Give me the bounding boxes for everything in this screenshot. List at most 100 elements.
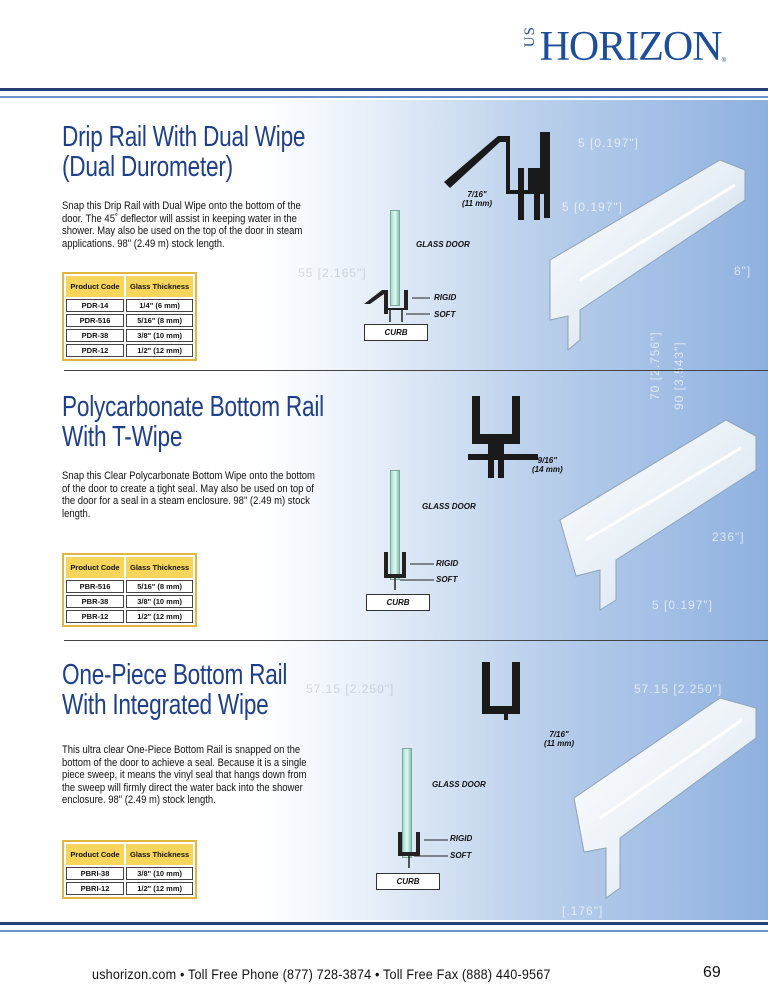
dimension-line: 7/16" (549, 730, 569, 739)
bg-dimension: 57.15 [2.250"] (306, 682, 395, 696)
header-product-code: Product Code (66, 276, 124, 297)
glass-thickness: 3/8" (10 mm) (126, 329, 194, 342)
product-code: PBRI-12 (66, 882, 124, 895)
header-glass-thickness: Glass Thickness (126, 276, 194, 297)
product-body (559, 419, 757, 611)
section-title: One-Piece Bottom Rail With Integrated Wi… (62, 660, 287, 720)
spec-table: Product Code Glass Thickness PDR-14 1/4"… (62, 272, 198, 361)
glass-thickness: 1/4" (6 mm) (126, 299, 194, 312)
t-wipe-profile-drawing (468, 396, 538, 478)
glass-door-label: GLASS DOOR (416, 240, 470, 249)
title-line: (Dual Durometer) (62, 151, 233, 183)
rigid-label: RIGID (434, 293, 457, 302)
t-wipe-assembly-drawing (384, 552, 434, 590)
profile-shape (468, 396, 538, 478)
glass-thickness: 1/2" (12 mm) (126, 610, 194, 623)
glass-door-illustration (390, 210, 400, 306)
glass-door-label: GLASS DOOR (422, 502, 476, 511)
product-code: PDR-14 (66, 299, 124, 312)
table-row: PDR-38 3/8" (10 mm) (66, 329, 194, 342)
t-wipe-product-image (559, 419, 757, 611)
brand-logo: US HORIZON ® (521, 24, 726, 70)
glass-door-label: GLASS DOOR (432, 780, 486, 789)
glass-thickness: 5/16" (8 mm) (126, 314, 194, 327)
section-description: Snap this Drip Rail with Dual Wipe onto … (62, 200, 303, 250)
integrated-wipe-assembly-drawing (398, 832, 448, 868)
product-code: PDR-516 (66, 314, 124, 327)
rail-shape (398, 832, 420, 856)
table-row: PBR-516 5/16" (8 mm) (66, 580, 194, 593)
dimension-line: 7/16" (467, 190, 487, 199)
spec-table: Product Code Glass Thickness PBR-516 5/1… (62, 553, 198, 627)
title-line: One-Piece Bottom Rail (62, 659, 288, 691)
integrated-wipe-product-image (573, 697, 757, 899)
rigid-label: RIGID (436, 559, 459, 568)
header-glass-thickness: Glass Thickness (126, 844, 194, 865)
rail-shape (384, 552, 406, 578)
profile-shape (482, 662, 520, 720)
product-highlight (599, 718, 743, 820)
header-product-code: Product Code (66, 557, 124, 578)
header-product-code: Product Code (66, 844, 124, 865)
section-divider (64, 640, 768, 641)
section-description: This ultra clear One-Piece Bottom Rail i… (62, 744, 307, 806)
product-code: PBR-516 (66, 580, 124, 593)
dimension-line: (11 mm) (462, 199, 493, 208)
spec-table: Product Code Glass Thickness PBRI-38 3/8… (62, 840, 198, 899)
glass-thickness: 3/8" (10 mm) (126, 595, 194, 608)
dimension-line: (14 mm) (532, 465, 563, 474)
curb-label: CURB (364, 324, 428, 341)
bg-dimension: 5 [0.197"] (578, 136, 639, 150)
logo-us: US (521, 26, 538, 48)
bg-dimension: 55 [2.165"] (298, 266, 367, 280)
dimension-label: 7/16" (11 mm) (544, 730, 574, 748)
bg-dimension: [.176"] (562, 904, 604, 918)
table-row: PBRI-38 3/8" (10 mm) (66, 867, 194, 880)
title-line: With Integrated Wipe (62, 689, 269, 721)
product-code: PBRI-38 (66, 867, 124, 880)
bg-dimension: 5 [0.197"] (652, 598, 713, 612)
page-number: 69 (703, 964, 721, 981)
drip-rail-assembly-drawing (364, 290, 430, 322)
product-code: PDR-12 (66, 344, 124, 357)
table-row: PDR-516 5/16" (8 mm) (66, 314, 194, 327)
footer-rule-light (0, 930, 768, 932)
bg-dimension: 57.15 [2.250"] (634, 682, 723, 696)
bg-dimension: 236"] (712, 530, 745, 544)
title-line: Polycarbonate Bottom Rail (62, 391, 324, 423)
dimension-line: 9/16" (537, 456, 558, 465)
soft-label: SOFT (436, 575, 458, 584)
glass-thickness: 5/16" (8 mm) (126, 580, 194, 593)
rigid-label: RIGID (450, 834, 473, 843)
integrated-wipe-profile-drawing (482, 662, 520, 720)
glass-thickness: 3/8" (10 mm) (126, 867, 194, 880)
profile-shape (444, 132, 550, 220)
section-divider (64, 370, 768, 371)
glass-door-illustration (402, 748, 412, 858)
dimension-label: 9/16" (14 mm) (532, 456, 563, 474)
soft-label: SOFT (450, 851, 472, 860)
dimension-label: 7/16" (11 mm) (462, 190, 492, 208)
logo-wordmark: HORIZON (539, 24, 723, 70)
rail-shape (364, 290, 408, 314)
table-row: PDR-12 1/2" (12 mm) (66, 344, 194, 357)
product-highlight (585, 446, 742, 542)
product-code: PDR-38 (66, 329, 124, 342)
title-line: With T-Wipe (62, 421, 183, 453)
table-row: PBRI-12 1/2" (12 mm) (66, 882, 194, 895)
curb-label: CURB (376, 873, 440, 890)
footer-contact: ushorizon.com • Toll Free Phone (877) 72… (92, 966, 551, 982)
product-code: PBR-38 (66, 595, 124, 608)
logo-registered-mark: ® (721, 58, 726, 64)
dimension-line: (11 mm) (544, 739, 575, 748)
product-body (549, 159, 746, 352)
product-highlight (579, 183, 736, 282)
bg-dimension: 8"] (734, 264, 752, 278)
drip-rail-product-image (549, 159, 746, 352)
footer-rule (0, 922, 768, 925)
section-description: Snap this Clear Polycarbonate Bottom Wip… (62, 470, 315, 520)
table-row: PBR-38 3/8" (10 mm) (66, 595, 194, 608)
header-glass-thickness: Glass Thickness (126, 557, 194, 578)
table-row: PDR-14 1/4" (6 mm) (66, 299, 194, 312)
glass-thickness: 1/2" (12 mm) (126, 344, 194, 357)
